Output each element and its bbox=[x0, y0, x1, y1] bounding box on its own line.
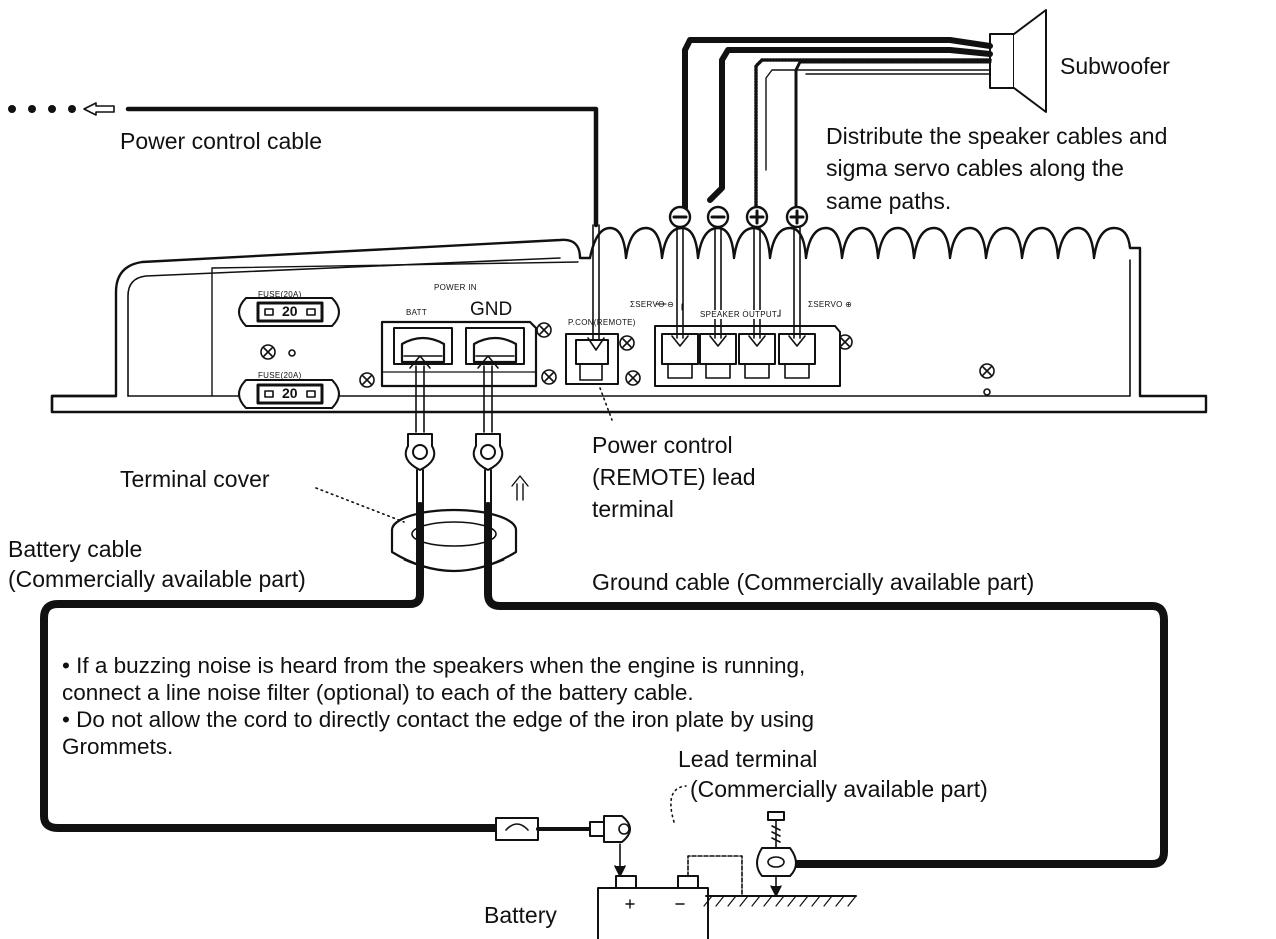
power-control-terminal-line-1: Power control bbox=[592, 432, 733, 458]
note-line: • Do not allow the cord to directly cont… bbox=[62, 707, 815, 732]
power-control-terminal-line-3: terminal bbox=[592, 496, 674, 522]
connection-arrows bbox=[409, 224, 806, 501]
fuse-bottom-value: 20 bbox=[282, 385, 298, 401]
ground-cable-label: Ground cable (Commercially available par… bbox=[592, 569, 1035, 595]
screws bbox=[260, 322, 995, 396]
lead-terminal-line-2: (Commercially available part) bbox=[690, 776, 988, 802]
battery-cable-line-1: Battery cable bbox=[8, 536, 143, 562]
note-line: Grommets. bbox=[62, 734, 174, 759]
leader-lines bbox=[315, 387, 687, 823]
notes-box: • If a buzzing noise is heard from the s… bbox=[62, 652, 814, 760]
distribute-note-line-1: Distribute the speaker cables and bbox=[826, 123, 1168, 149]
pcon-terminal-block bbox=[565, 333, 619, 385]
fuse-top bbox=[238, 297, 340, 327]
subwoofer-label: Subwoofer bbox=[1060, 53, 1170, 79]
speaker-output-label: SPEAKER OUTPUT bbox=[700, 310, 778, 319]
chassis-ground-icon bbox=[703, 811, 857, 907]
terminal-cover-label: Terminal cover bbox=[120, 466, 270, 492]
distribute-note-line-3: same paths. bbox=[826, 188, 952, 214]
power-in-terminal-block bbox=[380, 320, 538, 388]
fuse-top-label: FUSE(20A) bbox=[258, 290, 302, 299]
fuse-top-value: 20 bbox=[282, 303, 298, 319]
power-in-label: POWER IN bbox=[434, 283, 477, 292]
distribute-note-line-2: sigma servo cables along the bbox=[826, 155, 1124, 181]
speaker-cables bbox=[682, 37, 993, 212]
battery-label: Battery bbox=[484, 902, 557, 928]
gnd-label: GND bbox=[470, 299, 513, 320]
terminal-cover-icon bbox=[390, 508, 518, 573]
ring-terminals bbox=[404, 433, 504, 507]
power-control-cable-label: Power control cable bbox=[120, 128, 322, 154]
lead-terminal-line-1: Lead terminal bbox=[678, 746, 818, 772]
servo-right-label: ΣSERVO ⊕ bbox=[808, 300, 853, 309]
fuse-bottom bbox=[238, 379, 340, 409]
batt-label: BATT bbox=[406, 308, 428, 317]
power-control-cable bbox=[8, 102, 599, 228]
inline-fuse-holder bbox=[495, 815, 631, 877]
note-line: connect a line noise filter (optional) t… bbox=[62, 680, 694, 705]
power-control-terminal-line-2: (REMOTE) lead bbox=[592, 464, 756, 490]
note-line: • If a buzzing noise is heard from the s… bbox=[62, 653, 806, 678]
polarity-markers bbox=[668, 205, 809, 229]
pcon-label: P.CON(REMOTE) bbox=[568, 318, 636, 327]
fuse-bottom-label: FUSE(20A) bbox=[258, 371, 302, 380]
battery-icon bbox=[597, 855, 743, 939]
subwoofer-icon bbox=[989, 9, 1047, 113]
servo-left-label: ΣSERVO ⊖ bbox=[630, 300, 675, 309]
battery-and-ground-cables bbox=[40, 502, 1168, 868]
amplifier-body bbox=[50, 226, 1208, 414]
battery-cable-line-2: (Commercially available part) bbox=[8, 566, 306, 592]
